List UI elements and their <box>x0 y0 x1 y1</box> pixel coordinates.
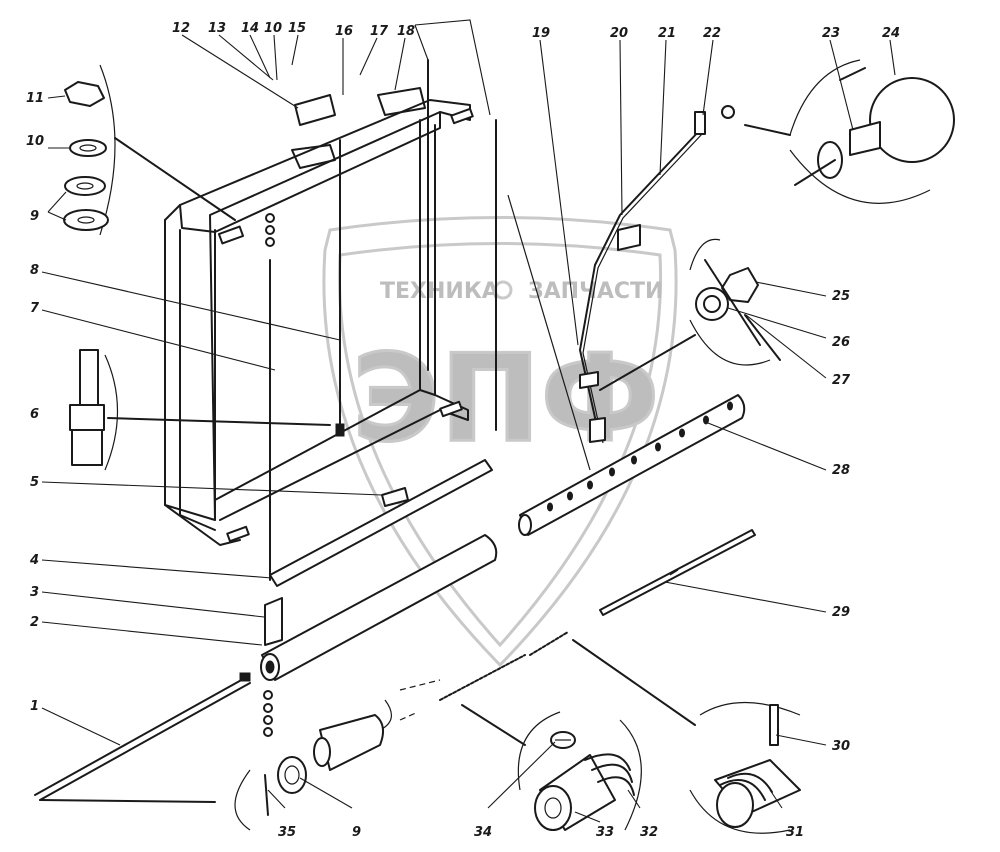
callout-15: 15 <box>288 21 306 36</box>
callout-27: 27 <box>832 373 851 388</box>
callout-6: 6 <box>30 407 39 422</box>
vertical-rods <box>265 59 497 581</box>
callout-25: 25 <box>832 289 850 304</box>
bracket-5 <box>381 487 409 507</box>
knob-24 <box>869 77 955 163</box>
callout-10b: 10 <box>264 21 282 36</box>
callout-1: 1 <box>30 699 39 714</box>
callout-8: 8 <box>30 263 39 278</box>
watermark-left-text: ТЕХНИКА <box>380 279 499 304</box>
detail-knob <box>789 59 955 204</box>
detail-tube <box>234 699 392 831</box>
callout-17: 17 <box>370 24 389 39</box>
callout-9: 9 <box>30 209 39 224</box>
callout-12: 12 <box>172 21 190 36</box>
shaft-28 <box>518 394 746 536</box>
callout-34: 34 <box>474 825 492 840</box>
washer-9a <box>64 176 106 196</box>
detail-nut-washers <box>63 64 116 236</box>
callout-24: 24 <box>882 26 900 41</box>
detail-coupling-2 <box>689 702 801 834</box>
pin-29 <box>599 529 756 616</box>
sleeve-23 <box>817 141 843 179</box>
callout-20: 20 <box>610 26 628 41</box>
washer-9b <box>63 209 109 231</box>
callout-21: 21 <box>658 26 676 41</box>
horizontal-bars <box>264 459 493 646</box>
callout-18: 18 <box>397 24 415 39</box>
callout-29: 29 <box>832 605 850 620</box>
callout-35: 35 <box>278 825 296 840</box>
callout-26: 26 <box>832 335 850 350</box>
callout-32: 32 <box>640 825 658 840</box>
nut-11 <box>64 81 105 107</box>
callout-19: 19 <box>532 26 550 41</box>
callout-13: 13 <box>208 21 226 36</box>
callout-7: 7 <box>30 301 40 316</box>
bar-4 <box>269 459 493 587</box>
callout-5: 5 <box>30 475 39 490</box>
callout-2: 2 <box>30 615 39 630</box>
detail-coupling <box>517 711 642 831</box>
callout-14: 14 <box>241 21 259 36</box>
pointer-arrows <box>39 124 791 803</box>
callout-16: 16 <box>335 24 353 39</box>
detail-bolt <box>689 238 781 366</box>
leader-lines <box>41 19 896 823</box>
callout-23: 23 <box>822 26 840 41</box>
callout-30: 30 <box>832 739 850 754</box>
callout-labels: 1 2 3 4 5 6 7 8 9 10 11 12 13 14 10 15 1… <box>26 21 900 840</box>
cable-1 <box>34 672 273 801</box>
callout-28: 28 <box>832 463 850 478</box>
washer-10 <box>69 139 107 157</box>
detail-fitting-6 <box>69 349 119 471</box>
watermark: ТЕХНИКА ЗАПЧАСТИ ЭПФ <box>322 216 678 668</box>
callout-31: 31 <box>786 825 804 840</box>
callout-10: 10 <box>26 134 44 149</box>
callout-33: 33 <box>596 825 614 840</box>
callout-4: 4 <box>29 553 39 568</box>
shutter-frame <box>164 87 474 546</box>
cable-linkage <box>507 105 735 471</box>
watermark-logo: ЭПФ <box>352 330 660 469</box>
bracket-3 <box>264 597 283 646</box>
callout-3: 3 <box>30 585 39 600</box>
callout-9b: 9 <box>352 825 361 840</box>
springs <box>399 631 569 721</box>
tube-2 <box>260 534 498 681</box>
callout-22: 22 <box>703 26 721 41</box>
callout-11: 11 <box>26 91 44 106</box>
